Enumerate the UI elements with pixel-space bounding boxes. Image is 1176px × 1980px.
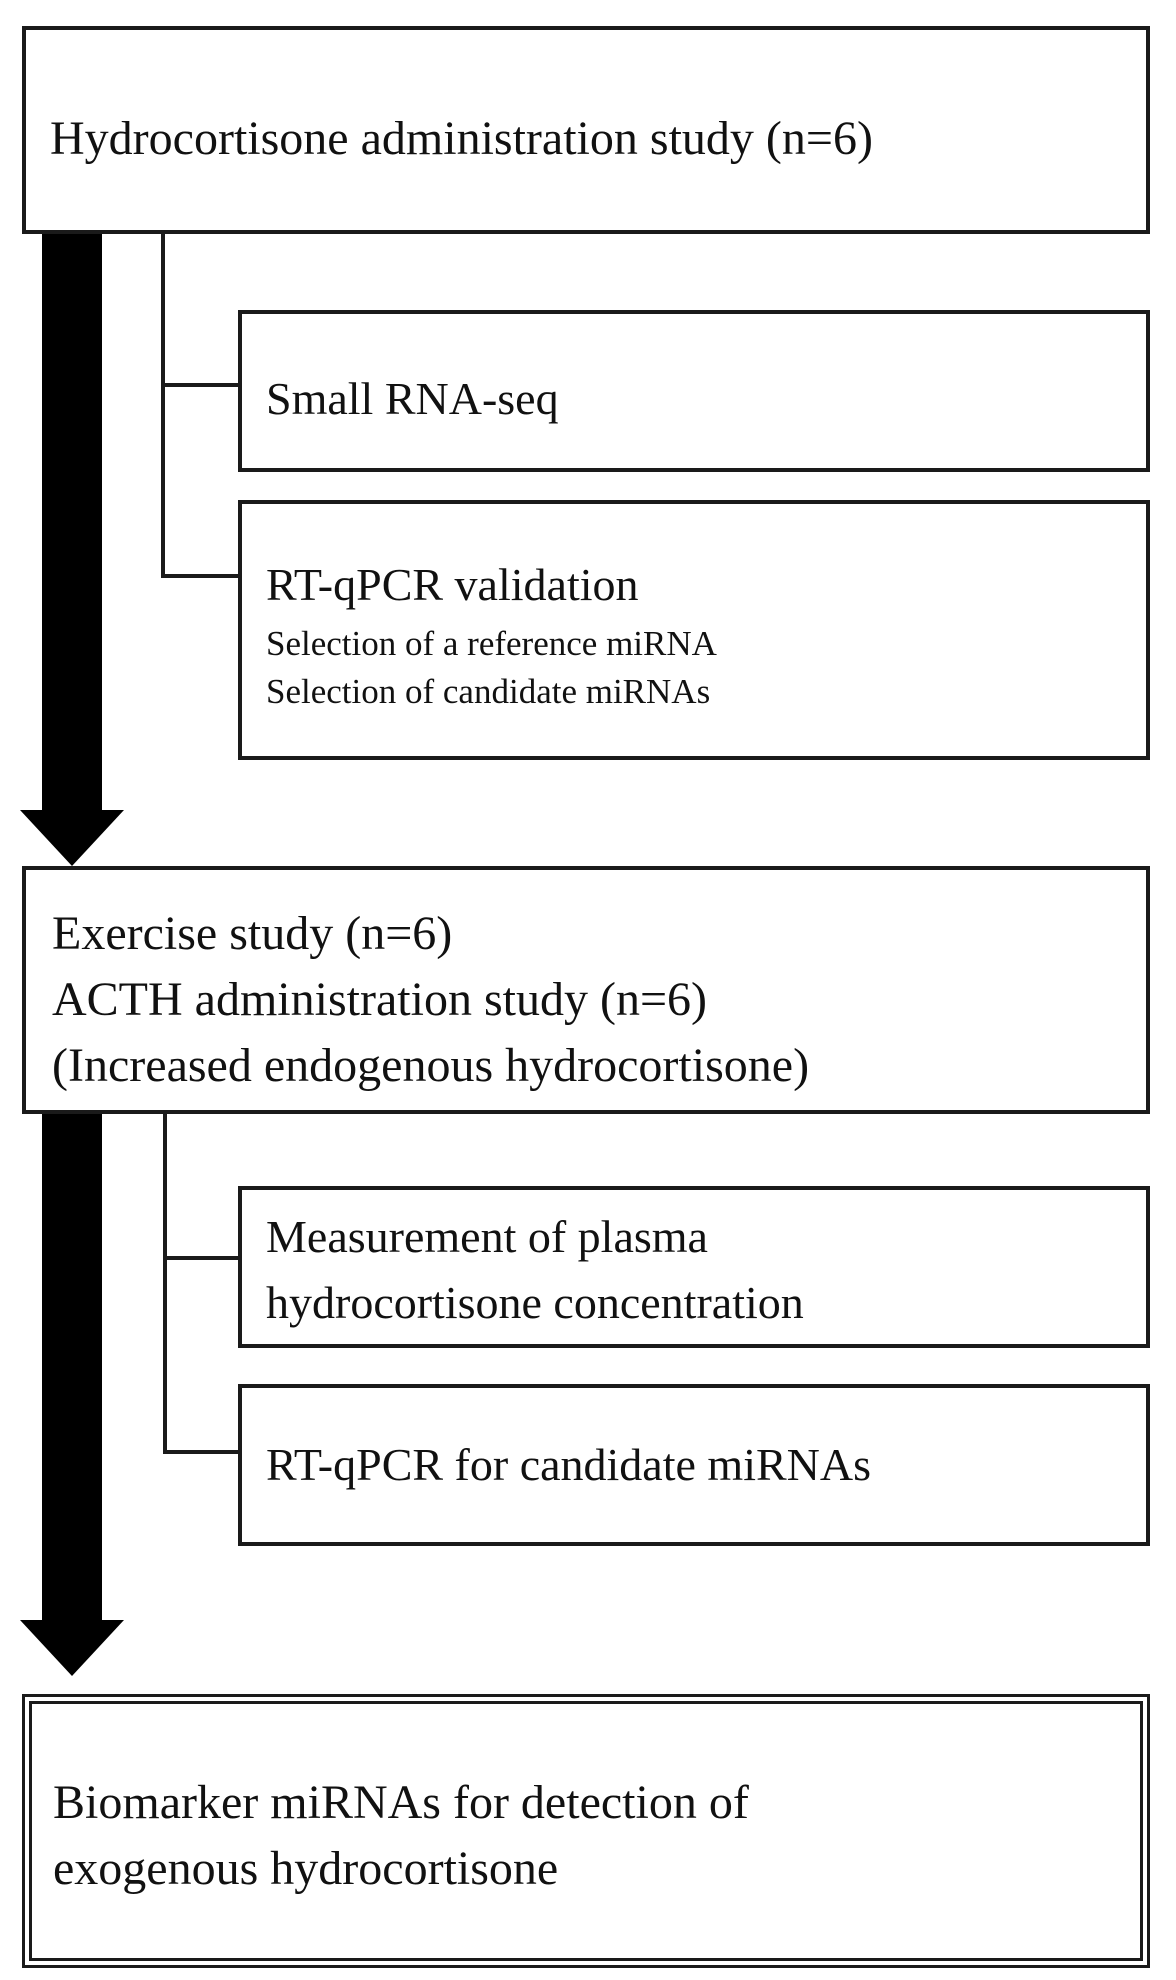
flow-arrow-2-head [20,1620,124,1676]
biomarker-result-box: Biomarker miRNAs for detection of exogen… [22,1694,1150,1968]
connector-stage1-vertical [161,232,165,578]
plasma-measurement-line1: Measurement of plasma [266,1211,708,1262]
exercise-acth-study-box: Exercise study (n=6) ACTH administration… [22,866,1150,1114]
rt-qpcr-validation-box: RT-qPCR validation Selection of a refere… [238,500,1150,760]
acth-study-label: ACTH administration study (n=6) [52,973,708,1026]
connector-to-rt-qpcr-candidates [163,1450,241,1454]
plasma-measurement-line2: hydrocortisone concentration [266,1277,804,1328]
hydrocortisone-study-title: Hydrocortisone administration study (n=6… [50,112,873,165]
reference-mirna-selection: Selection of a reference miRNA [266,624,717,663]
connector-to-rt-qpcr-validation [161,574,241,578]
flow-arrow-1-head [20,810,124,866]
small-rna-seq-label: Small RNA-seq [266,373,559,424]
candidate-mirna-selection: Selection of candidate miRNAs [266,672,711,711]
small-rna-seq-box: Small RNA-seq [238,310,1150,472]
biomarker-result-line1: Biomarker miRNAs for detection of [53,1776,749,1829]
connector-to-small-rna-seq [161,383,241,387]
plasma-measurement-box: Measurement of plasma hydrocortisone con… [238,1186,1150,1348]
endogenous-note: (Increased endogenous hydrocortisone) [52,1039,810,1092]
flow-arrow-2-shaft [42,1112,102,1622]
rt-qpcr-validation-label: RT-qPCR validation [266,559,639,610]
connector-to-plasma-measurement [163,1256,241,1260]
rt-qpcr-candidates-box: RT-qPCR for candidate miRNAs [238,1384,1150,1546]
biomarker-result-line2: exogenous hydrocortisone [53,1842,559,1895]
connector-stage2-vertical [163,1112,167,1454]
flow-arrow-1-shaft [42,230,102,812]
hydrocortisone-study-box: Hydrocortisone administration study (n=6… [22,26,1150,234]
rt-qpcr-candidates-label: RT-qPCR for candidate miRNAs [266,1439,872,1490]
exercise-study-label: Exercise study (n=6) [52,907,453,960]
